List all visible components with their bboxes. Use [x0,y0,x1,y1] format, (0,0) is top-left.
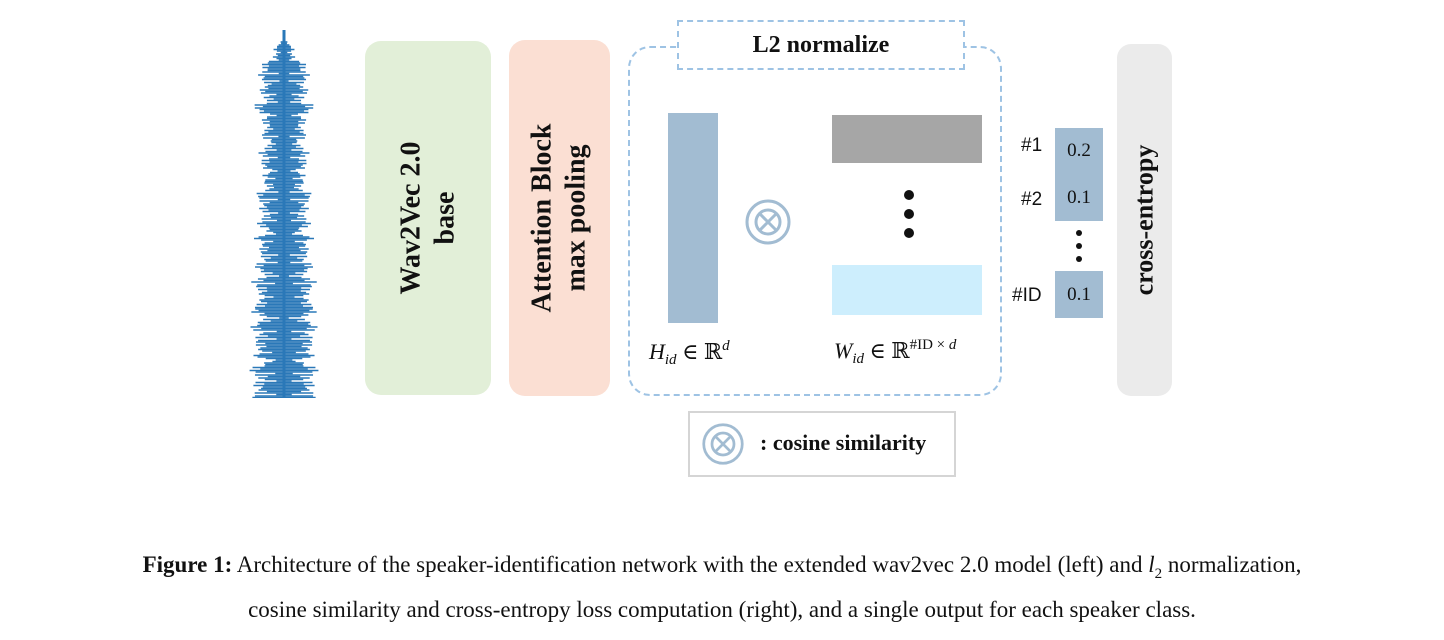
score-value-id: 0.1 [1067,283,1091,305]
wav2vec-base-block: Wav2Vec 2.0 base [365,41,491,395]
attention-label-line1: Attention Block [526,123,558,313]
w-matrix-label: Wid ∈ ℝ#ID × d [834,337,957,367]
caption-text-a: Architecture of the speaker-identificati… [232,552,1149,577]
wav2vec-label-line1: Wav2Vec 2.0 [395,141,426,295]
circled-times-icon [702,423,744,465]
weight-row-first [832,115,982,163]
caption-text-b: normalization, [1162,552,1302,577]
h-embedding-label: Hid ∈ ℝd [649,338,730,368]
attention-label-line2: max pooling [560,144,592,292]
audio-waveform [249,30,319,398]
wav2vec-block-label: Wav2Vec 2.0 base [394,142,462,295]
circled-times-icon [745,199,791,245]
l2-normalize-label: L2 normalize [677,20,965,70]
score-box-id: 0.1 [1055,271,1103,318]
score-value-1: 0.2 [1067,140,1091,162]
score-value-2: 0.1 [1067,186,1091,208]
wav2vec-label-line2: base [429,191,460,245]
score-box-top: 0.2 0.1 [1055,128,1103,221]
weight-row-last [832,265,982,315]
class-label-1: #1 [1021,135,1043,156]
attention-block: Attention Block max pooling [509,40,610,396]
speaker-embedding-bar [668,113,718,323]
caption-line-2: cosine similarity and cross-entropy loss… [248,597,1196,622]
legend-box [688,411,956,477]
caption-l2-symbol: l2 [1148,552,1163,582]
attention-block-label: Attention Block max pooling [526,124,594,313]
caption-line-1: Figure 1: Architecture of the speaker-id… [40,547,1404,592]
caption-label: Figure 1: [142,552,233,577]
vertical-ellipsis-icon [900,190,920,240]
cross-entropy-block: cross-entropy [1117,44,1172,396]
cross-entropy-label: cross-entropy [1129,144,1159,296]
class-label-id: #ID [1012,285,1042,306]
class-label-2: #2 [1021,189,1043,210]
vertical-ellipsis-icon [1070,228,1090,266]
legend-text: : cosine similarity [760,430,927,455]
figure-caption: Figure 1: Architecture of the speaker-id… [40,547,1404,627]
